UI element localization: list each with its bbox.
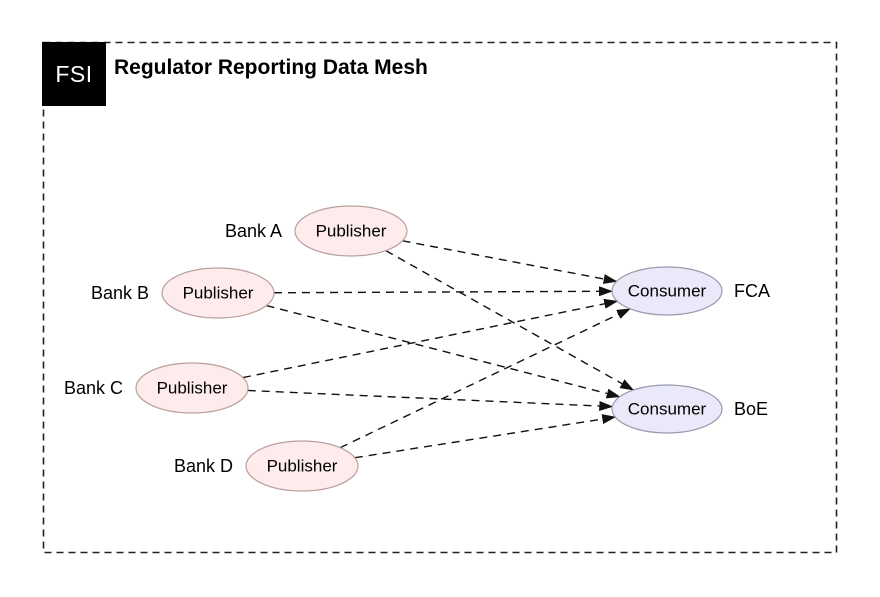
edge-bankA-to-fca <box>402 240 618 284</box>
consumer-ellipse <box>611 266 723 316</box>
diagram-title: Regulator Reporting Data Mesh <box>114 56 428 79</box>
publisher-text: Publisher <box>267 457 338 476</box>
node-label-bankB: Bank B <box>91 283 149 303</box>
publisher-ellipse <box>294 205 408 257</box>
node-bankB: Publisher Bank B <box>91 267 275 319</box>
node-fca: Consumer FCA <box>611 266 770 316</box>
publisher-ellipse <box>245 440 359 492</box>
node-bankA: Publisher Bank A <box>225 205 408 257</box>
publisher-text: Publisher <box>157 379 228 398</box>
edge-bankB-to-fca <box>273 286 614 297</box>
node-label-bankC: Bank C <box>64 378 123 398</box>
edge-bankB-to-boe <box>266 304 621 399</box>
edge-bankD-to-boe <box>354 414 617 459</box>
edge-bankC-to-boe <box>247 389 614 412</box>
node-label-fca: FCA <box>734 281 770 301</box>
consumer-text: Consumer <box>628 400 707 419</box>
publisher-text: Publisher <box>316 222 387 241</box>
edge-bankD-to-fca <box>339 308 631 449</box>
node-label-bankD: Bank D <box>174 456 233 476</box>
consumer-text: Consumer <box>628 282 707 301</box>
publisher-text: Publisher <box>183 284 254 303</box>
publisher-ellipse <box>161 267 275 319</box>
edges-layer <box>242 240 635 459</box>
edge-bankA-to-boe <box>385 249 635 391</box>
publisher-ellipse <box>135 362 249 414</box>
node-bankD: Publisher Bank D <box>174 440 359 492</box>
consumer-ellipse <box>611 384 723 434</box>
edge-bankC-to-fca <box>242 298 619 379</box>
node-bankC: Publisher Bank C <box>64 362 249 414</box>
node-boe: Consumer BoE <box>611 384 768 434</box>
diagram-border <box>42 41 838 554</box>
node-label-boe: BoE <box>734 399 768 419</box>
fsi-logo: FSI <box>42 42 106 106</box>
node-label-bankA: Bank A <box>225 221 282 241</box>
